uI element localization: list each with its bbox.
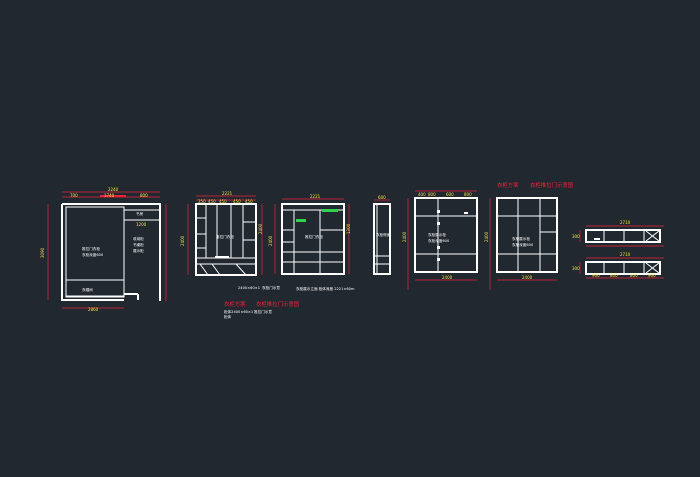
shelf1-box (594, 238, 600, 240)
shelf2-top-label: 2710 (620, 252, 631, 257)
shelf1-top-label: 2710 (620, 220, 631, 225)
plan-bottom-closet (65, 279, 125, 297)
red-caption-left-1: 衣柜方案 (224, 300, 246, 308)
shelf2-frame (585, 261, 661, 275)
shelf2-seg-2: 800 (630, 273, 638, 278)
cab4-handle (464, 212, 468, 214)
red-caption-right-1: 衣柜方案 (497, 181, 519, 189)
cab1-top-label: 2221 (222, 191, 233, 196)
cab4-text-2: 衣柜深度600 (428, 238, 450, 243)
plan-main-text-2: 衣柜深度600 (82, 252, 104, 257)
cabinet-elevation-5: 衣柜方案 衣柜推拉门示意图 衣柜展示柜 衣柜深度600 2400 2400 (484, 181, 573, 290)
cab4-text-1: 衣柜展示柜 (428, 232, 446, 237)
cab2-height-label: 2400 (268, 235, 273, 246)
plan-width-top-label: 2240 (108, 187, 119, 192)
shelf2-seg-1: 800 (610, 273, 618, 278)
cab5-bottom-label: 2400 (522, 275, 533, 280)
cab1-seg-2: 450 (219, 199, 227, 204)
cab4-height-label: 2400 (402, 231, 407, 242)
cabinet-elevation-3: 600 衣柜侧面 (373, 195, 391, 275)
cab5-height-label: 2400 (484, 231, 489, 242)
plan-seg-2-label: 1740 (104, 193, 115, 198)
cab2-top-label: 2221 (310, 194, 321, 199)
cab1-seg-3: 450 (233, 199, 241, 204)
plan-wall-left-bottom (61, 204, 124, 301)
cab5-frame (496, 197, 558, 273)
cab4-knob-4 (437, 258, 440, 261)
cab1-seg-4: 450 (245, 199, 253, 204)
cab4-knob-1 (437, 210, 440, 213)
plan-bottom-label: 2860 (88, 307, 99, 312)
cab2-green-marker-2 (322, 209, 338, 212)
plan-note-side-2: 书桌柜 (133, 242, 144, 247)
cab2-frame (281, 203, 345, 275)
plan-note-side-1: 收纳柜 (133, 236, 144, 241)
shelf2-cross (645, 262, 660, 274)
cab4-seg-0: 400 (418, 192, 426, 197)
cab4-seg-3: 800 (464, 192, 472, 197)
plan-room-note-b: 书房 (136, 211, 144, 216)
cab2-caption: 衣柜展示立面 柜体深度 2221×60m (296, 286, 355, 291)
cab1-caption-2: 衣柜门示意 (262, 285, 280, 290)
plan-seg-1-label: 700 (70, 193, 78, 198)
caption-left-small-3: 柜体 (224, 314, 232, 319)
cab2-green-marker-1 (296, 219, 306, 222)
cab1-caption-1: 2400×60×1 (238, 286, 260, 290)
plan-note-side-3: 展示柜 (133, 248, 144, 253)
shelf1-side-label: 300 (572, 234, 580, 239)
cab4-knob-3 (437, 246, 440, 249)
cab1-height-label: 2400 (180, 235, 185, 246)
cab1-right-label: 2400 (258, 223, 263, 234)
cab2-right-label: 1300 (346, 223, 351, 234)
cab1-seg-1: 450 (208, 199, 216, 204)
plan-inner-room (65, 206, 125, 298)
shelf2-seg-0: 900 (592, 273, 600, 278)
cab4-seg-1: 800 (428, 192, 436, 197)
cab3-frame (373, 203, 391, 275)
floor-plan: 2240 700 1740 800 3090 2860 书房 1200 推拉门衣… (40, 187, 167, 312)
cab5-text-1: 衣柜展示柜 (512, 236, 530, 241)
plan-height-left-label: 3090 (40, 247, 45, 258)
cab3-top-label: 600 (378, 195, 386, 200)
cab1-handle (215, 256, 229, 258)
plan-right-dim-label: 1200 (136, 222, 147, 227)
cab4-seg-2: 600 (446, 192, 454, 197)
cab1-hatching (199, 263, 247, 276)
plan-side-box (123, 209, 161, 221)
plan-main-text-1: 推拉门衣柜 (82, 246, 100, 251)
cab4-bottom-label: 2400 (442, 275, 453, 280)
caption-left-small-2: 推拉门示意 (254, 309, 272, 314)
left-caption-block: 衣柜方案 衣柜推拉门示意图 柜体2400×60×1 推拉门示意 柜体 (224, 300, 299, 319)
cabinet-elevation-2: 推拉门衣柜 2221 2400 1300 衣柜展示立面 柜体深度 2221×60… (268, 194, 355, 291)
cab4-frame (414, 197, 478, 273)
shelf1-frame (585, 229, 661, 243)
cab1-seg-0: 250 (198, 199, 206, 204)
shelf2-seg-3: 900 (648, 273, 656, 278)
red-caption-right-2: 衣柜推拉门示意图 (530, 181, 573, 189)
cab1-text: 推拉门衣柜 (216, 234, 234, 239)
plan-seg-3-label: 800 (140, 193, 148, 198)
cab3-text: 衣柜侧面 (376, 232, 391, 237)
shelf-elevations: 2710 300 2710 900 800 800 900 300 (572, 220, 664, 279)
cabinet-elevation-1: 推拉门衣柜 2221 250 450 450 450 450 2400 2400… (180, 191, 280, 290)
shelf1-cross (645, 230, 660, 242)
cabinet-elevation-4: 衣柜展示柜 衣柜深度600 400 800 600 800 2400 2400 (402, 190, 478, 290)
cab4-knob-2 (437, 222, 440, 225)
caption-left-small-1: 柜体2400×60×1 (224, 309, 253, 314)
cab5-text-2: 衣柜深度600 (512, 242, 534, 247)
plan-bottom-closet-label: 衣帽间 (82, 287, 93, 292)
red-caption-left-2: 衣柜推拉门示意图 (256, 300, 299, 308)
plan-dim-marker (100, 195, 126, 197)
cab2-text: 推拉门衣柜 (305, 234, 323, 239)
plan-wall-top-right (62, 203, 161, 301)
shelf2-side-label: 300 (572, 266, 580, 271)
